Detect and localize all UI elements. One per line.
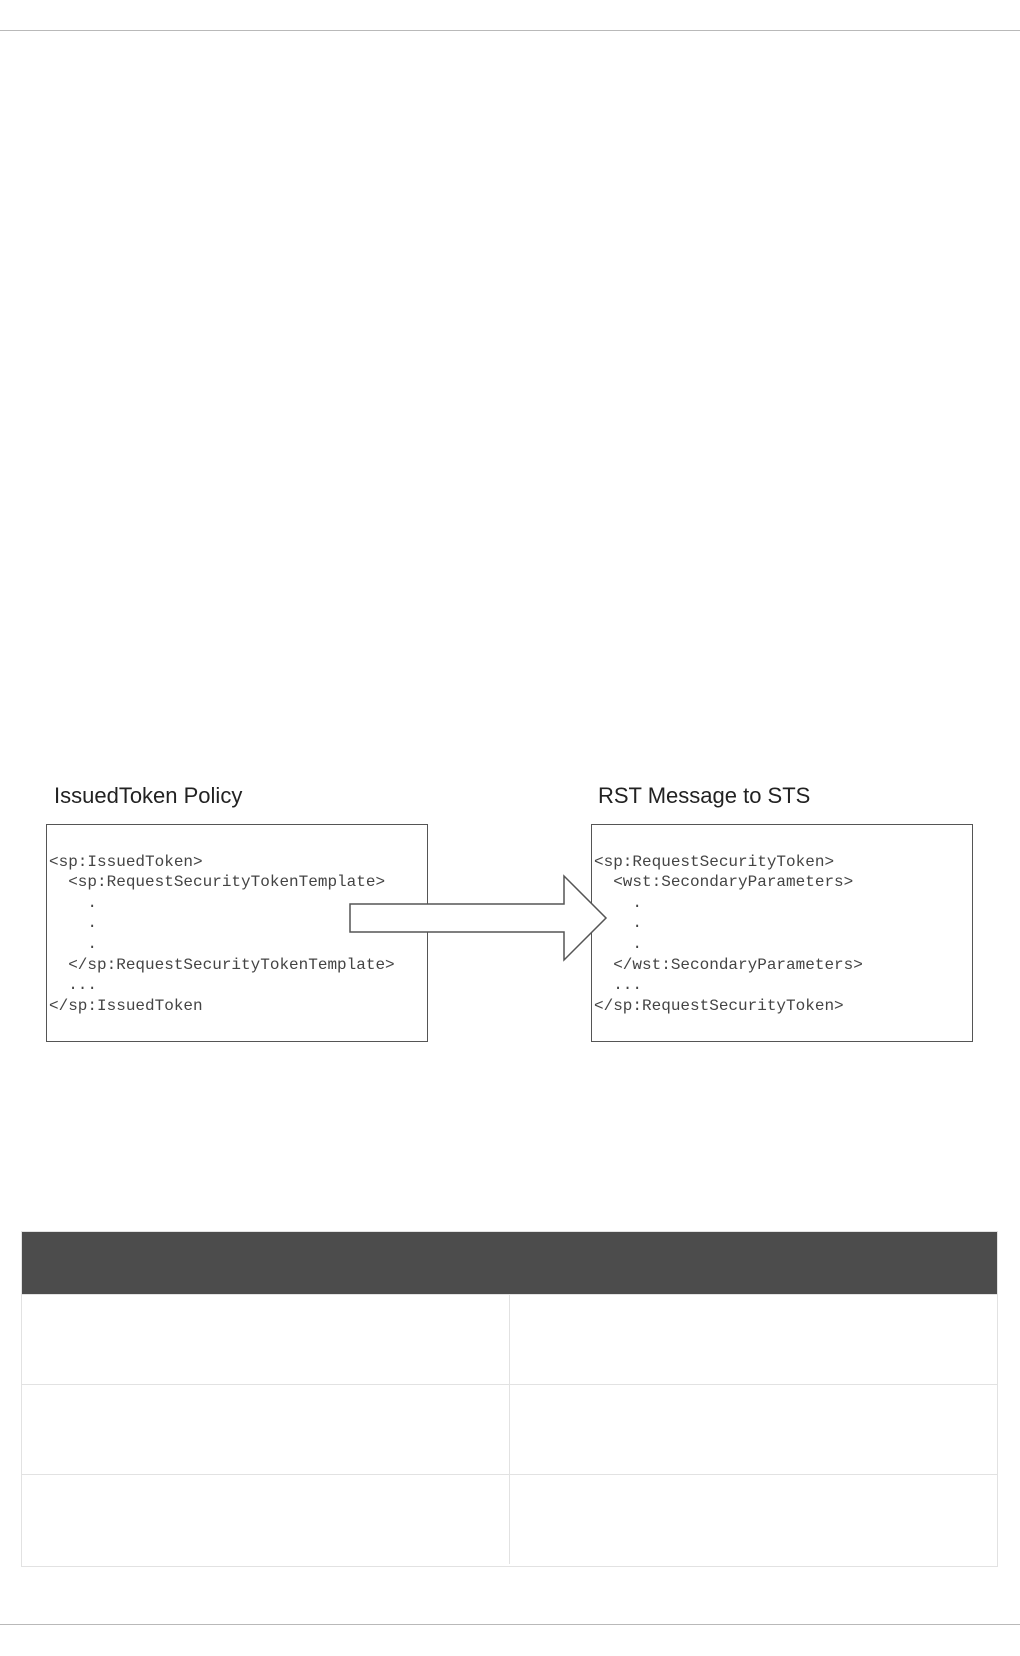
code-line: . <box>49 935 98 953</box>
code-line: . <box>49 894 98 912</box>
table-cell <box>22 1295 510 1384</box>
table-cell <box>22 1385 510 1474</box>
code-line: . <box>594 894 643 912</box>
issued-token-policy-label: IssuedToken Policy <box>54 783 243 808</box>
code-line: <sp:RequestSecurityTokenTemplate> <box>49 873 386 891</box>
rst-message-box: <sp:RequestSecurityToken> <wst:Secondary… <box>591 824 973 1042</box>
table-cell <box>510 1475 997 1564</box>
table-header-cell <box>510 1232 997 1294</box>
table-header <box>22 1232 997 1294</box>
table-row <box>22 1384 997 1474</box>
code-line: </sp:RequestSecurityToken> <box>594 997 844 1015</box>
table-cell <box>510 1295 997 1384</box>
rst-message-label: RST Message to STS <box>598 783 811 808</box>
code-line: </sp:IssuedToken <box>49 997 203 1015</box>
code-line: </sp:RequestSecurityTokenTemplate> <box>49 956 395 974</box>
mapping-arrow-icon <box>349 874 608 962</box>
code-line: <sp:RequestSecurityToken> <box>594 853 835 871</box>
issued-token-policy-box: <sp:IssuedToken> <sp:RequestSecurityToke… <box>46 824 428 1042</box>
table-cell <box>22 1475 510 1564</box>
code-line: <wst:SecondaryParameters> <box>594 873 854 891</box>
code-line: <sp:IssuedToken> <box>49 853 203 871</box>
code-line: ... <box>49 976 98 994</box>
code-line: . <box>594 914 643 932</box>
table-header-cell <box>22 1232 510 1294</box>
code-line: . <box>594 935 643 953</box>
code-line: </wst:SecondaryParameters> <box>594 956 863 974</box>
page-bottom-rule <box>0 1624 1020 1625</box>
code-line: ... <box>594 976 643 994</box>
code-line: . <box>49 914 98 932</box>
table-row <box>22 1474 997 1564</box>
page-top-rule <box>0 30 1020 31</box>
data-table <box>21 1231 998 1567</box>
table-cell <box>510 1385 997 1474</box>
table-row <box>22 1294 997 1384</box>
